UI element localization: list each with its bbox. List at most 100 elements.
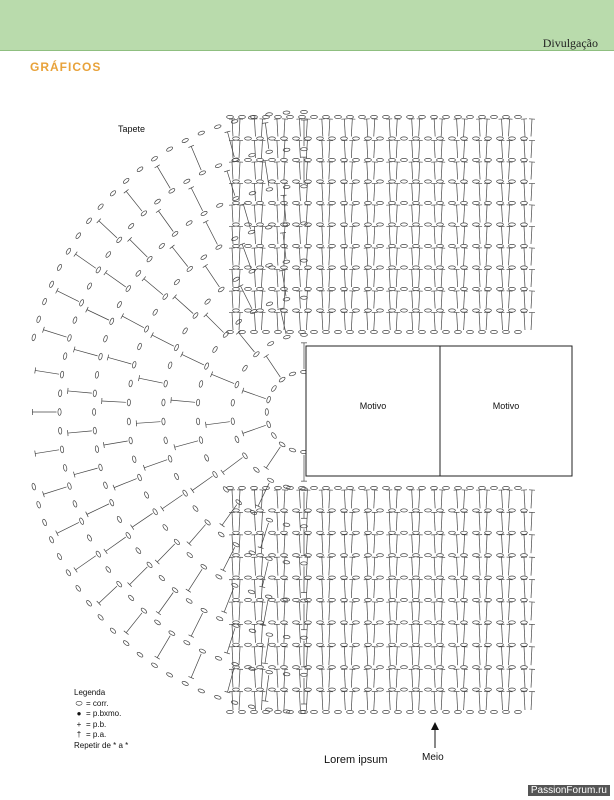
chain-stitch [292,287,300,291]
double-crochet-stitch [254,269,256,288]
chain-stitch [376,530,384,535]
double-crochet-stitch [171,246,189,267]
stitch-top-bar [262,122,269,124]
double-crochet-stitch [136,421,161,424]
chain-stitch [268,620,276,625]
chain-stitch [268,553,276,558]
double-crochet-stitch [35,449,60,454]
chain-stitch [282,297,291,302]
chain-stitch [163,379,168,388]
chain-stitch [300,710,308,714]
stitch-top-bar [85,511,89,518]
double-crochet-stitch [501,512,503,531]
double-crochet-stitch [456,512,458,531]
double-crochet-stitch [501,691,503,711]
chain-stitch [496,620,504,625]
double-crochet-stitch [306,247,308,266]
double-crochet-stitch [388,312,391,331]
double-crochet-stitch [343,312,346,331]
double-crochet-stitch [105,536,126,552]
double-crochet-stitch [261,489,263,509]
chain-stitch [520,244,528,248]
chain-stitch [300,332,308,337]
double-crochet-stitch [67,390,92,394]
double-crochet-stitch [456,118,458,137]
stitch-top-bar [96,600,102,606]
double-crochet-stitch [433,204,436,223]
chain-stitch [135,547,142,554]
double-crochet-stitch [440,247,443,266]
chain-stitch [352,508,360,513]
chain-stitch [248,191,257,196]
chain-stitch [249,308,257,314]
double-crochet-stitch [343,512,346,531]
legend-item-text: = p.b. [86,719,107,729]
chain-stitch [292,265,300,270]
chain-stitch [300,295,308,300]
chain-stitch [502,710,510,714]
chain-stitch [352,179,360,184]
chain-stitch [132,455,137,463]
chain-stitch [316,244,324,248]
chain-stitch [460,665,468,670]
double-crochet-stitch [463,691,465,711]
chain-stitch [109,627,117,634]
chain-stitch [508,201,516,205]
double-crochet-stitch [254,579,256,599]
chain-stitch [436,575,444,580]
double-crochet-stitch [306,290,308,309]
double-crochet-stitch [523,204,526,223]
chain-stitch [256,508,264,513]
chain-stitch [58,389,63,397]
chain-stitch [57,553,63,560]
chain-stitch [400,222,408,227]
chain-stitch [508,575,516,580]
double-crochet-stitch [190,187,203,212]
stitch-top-bar [279,269,286,272]
chain-stitch [376,665,384,670]
double-crochet-stitch [238,557,241,576]
double-crochet-stitch [501,161,503,180]
double-crochet-stitch [440,183,443,202]
double-crochet-stitch [411,646,414,666]
chain-stitch [310,330,318,334]
chain-stitch [217,531,225,538]
chain-stitch [376,508,384,513]
stitch-top-bar [241,430,245,437]
double-crochet-stitch [306,226,308,245]
double-crochet-stitch [321,601,324,621]
chain-stitch [406,330,414,334]
double-crochet-stitch [478,489,481,509]
chain-stitch [316,530,324,535]
chain-stitch [496,244,504,248]
double-crochet-stitch [373,140,376,159]
double-crochet-stitch [440,140,443,159]
stitch-top-bar [203,312,209,318]
chain-stitch [280,244,288,248]
double-crochet-stitch [440,601,443,621]
stitch-top-bar [261,662,269,665]
double-crochet-stitch [388,646,391,666]
chain-stitch [520,620,528,625]
double-crochet-stitch [523,579,526,599]
double-crochet-stitch [530,624,533,643]
chain-stitch [292,308,300,313]
double-crochet-stitch [283,669,286,688]
double-crochet-stitch [254,557,256,576]
chain-stitch [242,364,248,372]
stitch-top-bar [188,144,195,148]
chain-stitch [161,417,166,426]
chain-stitch [496,598,504,602]
double-crochet-stitch [264,160,270,187]
double-crochet-stitch [523,601,526,621]
chain-stitch [364,508,372,513]
double-crochet-stitch [366,183,369,202]
double-crochet-stitch [276,161,279,180]
chain-stitch [232,642,240,647]
double-crochet-stitch [373,691,376,711]
double-crochet-stitch [226,170,236,196]
double-crochet-stitch [328,669,331,688]
chain-stitch [322,330,330,334]
chain-stitch [268,136,276,141]
chain-stitch [352,244,360,248]
